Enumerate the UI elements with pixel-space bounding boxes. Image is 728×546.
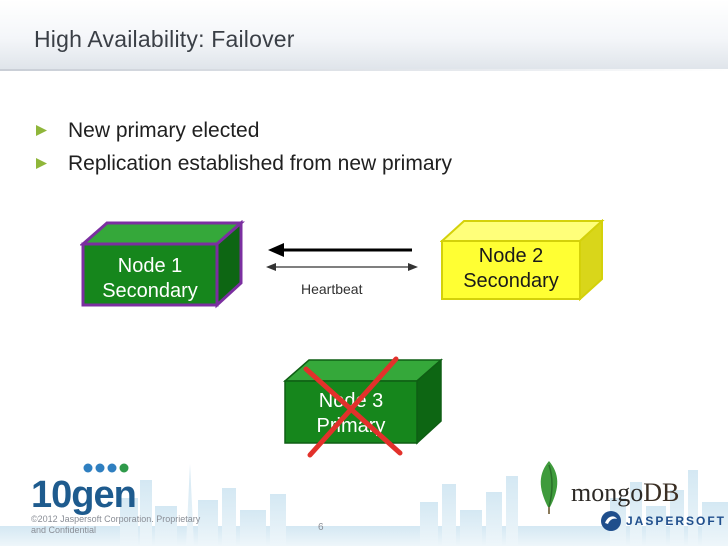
- slide-header: [0, 0, 728, 70]
- jaspersoft-wordmark: JASPERSOFT: [626, 514, 727, 528]
- mongodb-logo-prefix: mongo: [571, 478, 644, 507]
- bullet-arrow-icon: [36, 125, 47, 136]
- bullet-item: Replication established from new primary: [36, 147, 452, 180]
- node-2-label: Node 2 Secondary: [446, 244, 576, 294]
- tengen-dots-icon: [83, 463, 129, 473]
- node-1-name: Node 1: [117, 255, 183, 277]
- mongodb-logo: mongoDB: [571, 478, 679, 508]
- tengen-logo: 10gen: [31, 474, 137, 516]
- node-1-cube-shape: [80, 220, 245, 309]
- node-1-label: Node 1 Secondary: [86, 254, 214, 304]
- bullet-text: New primary elected: [68, 118, 260, 142]
- page-number: 6: [318, 522, 324, 533]
- node-2-name: Node 2: [478, 245, 544, 267]
- jaspersoft-logo: JASPERSOFT: [600, 510, 726, 532]
- node-2-cube-shape: [440, 219, 605, 302]
- jaspersoft-swirl-icon: [601, 511, 621, 531]
- node-1-box: Node 1 Secondary: [80, 220, 245, 310]
- replication-arrow-head-icon: [268, 243, 284, 257]
- node-2-box: Node 2 Secondary: [440, 219, 606, 303]
- mongodb-logo-suffix: DB: [643, 478, 680, 507]
- heartbeat-arrow-right-icon: [408, 263, 418, 271]
- bullet-arrow-icon: [36, 158, 47, 169]
- bullet-list: New primary elected Replication establis…: [36, 114, 452, 180]
- heartbeat-arrow-left-icon: [266, 263, 276, 271]
- node-1-role: Secondary: [102, 280, 198, 302]
- bullet-text: Replication established from new primary: [68, 151, 452, 175]
- header-divider: [0, 69, 728, 71]
- slide-title: High Availability: Failover: [34, 26, 295, 52]
- mongodb-leaf-icon: [540, 461, 558, 514]
- heartbeat-arrows: [266, 243, 418, 271]
- failed-cross-icon: [303, 356, 403, 458]
- copyright-text: ©2012 Jaspersoft Corporation. Proprietar…: [31, 514, 201, 535]
- city-skyline-watermark: [0, 464, 728, 546]
- node-2-role: Secondary: [463, 270, 559, 292]
- bullet-item: New primary elected: [36, 114, 452, 147]
- heartbeat-label: Heartbeat: [301, 281, 363, 297]
